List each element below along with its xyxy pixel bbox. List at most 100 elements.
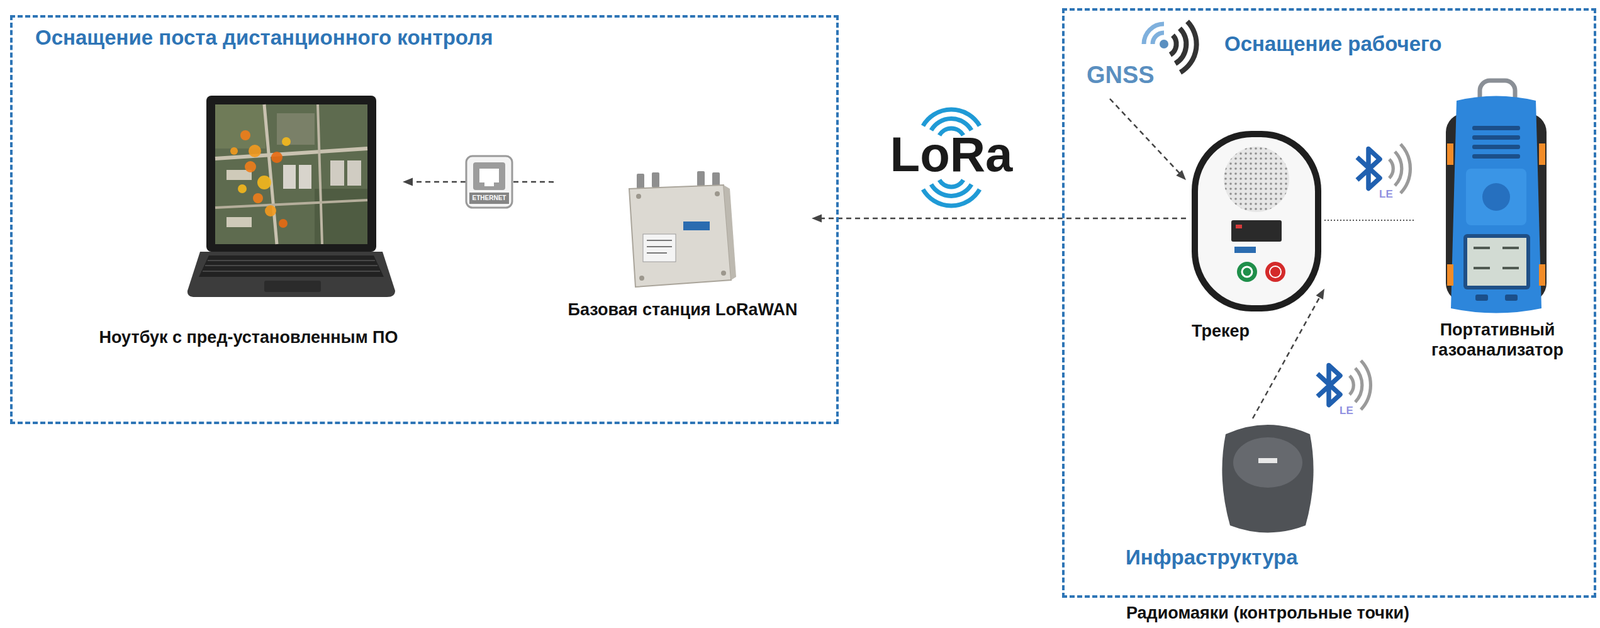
group-title-holder: Инфраструктура <box>1125 544 1298 571</box>
connector-line <box>1252 296 1321 419</box>
ble-text: LE <box>1379 188 1394 200</box>
beacon-illustration <box>1233 437 1303 488</box>
device-label-holder: Базовая станция LoRaWAN <box>553 299 812 320</box>
laptop-illustration <box>278 218 288 228</box>
tracker-illustration <box>1241 266 1253 277</box>
base-station-illustration <box>646 240 672 253</box>
laptop-illustration <box>298 164 312 189</box>
device-label-holder: Портативный газоанализатор <box>1415 319 1580 360</box>
gnss-node: GNSS <box>1083 22 1216 99</box>
gas-analyzer-illustration <box>1472 154 1521 159</box>
region-title: Оснащение рабочего <box>1224 31 1442 57</box>
base-station-illustration <box>651 172 660 188</box>
device-label: Ноутбук с пред-установленным ПО <box>94 327 403 348</box>
device-label: Портативный газоанализатор <box>1415 319 1580 360</box>
base-station-illustration <box>697 171 705 187</box>
gas-analyzer-illustration <box>1465 168 1527 226</box>
laptop-illustration <box>230 147 238 155</box>
tracker-illustration <box>1223 146 1290 213</box>
laptop-illustration <box>215 148 368 159</box>
laptop-illustration <box>237 184 247 194</box>
laptop-illustration <box>187 95 396 297</box>
connector <box>1324 219 1416 221</box>
region-title-holder: Оснащение поста дистанционного контроля <box>35 25 493 51</box>
region-box: Оснащение рабочегоGNSS ТрекерПортативный … <box>1062 8 1597 598</box>
gas-analyzer-illustration <box>1502 266 1519 270</box>
tracker-illustration <box>1265 261 1286 282</box>
gnss-waves <box>1152 32 1164 45</box>
base-station-illustration <box>636 193 642 199</box>
gas-analyzer-illustration <box>1473 246 1490 250</box>
base-station-illustration <box>639 275 645 281</box>
laptop-illustration <box>215 104 266 149</box>
ethernet-icon <box>466 156 513 208</box>
bluetooth-icon <box>1394 151 1402 186</box>
laptop-illustration <box>215 104 368 245</box>
device-label: Радиомаяки (контрольные точки) <box>1124 602 1412 623</box>
laptop-illustration <box>347 160 362 186</box>
group-title: Инфраструктура <box>1125 544 1298 571</box>
gnss-waves <box>1159 39 1169 49</box>
base-station-illustration <box>723 184 737 280</box>
arrow-head <box>402 177 413 186</box>
tracker-illustration <box>1191 130 1322 312</box>
device-label-holder: Ноутбук с пред-установленным ПО <box>94 327 403 348</box>
base-station-illustration <box>629 184 732 287</box>
gas-analyzer-node: Портативный газоанализатор <box>1415 88 1580 365</box>
beacon-illustration <box>1221 424 1314 533</box>
gas-analyzer-illustration <box>1463 234 1531 290</box>
tracker-illustration <box>1223 146 1290 213</box>
laptop-node: Ноутбук с пред-установленным ПО <box>94 94 403 353</box>
tracker-illustration <box>1235 224 1242 229</box>
gnss-text-holder: GNSS <box>1086 62 1155 87</box>
laptop-illustration <box>264 104 277 245</box>
gas-analyzer-illustration <box>1472 125 1521 131</box>
arrow-head <box>1175 169 1187 180</box>
gas-analyzer-illustration <box>1473 266 1490 270</box>
laptop-illustration <box>198 255 384 277</box>
connector-line <box>1324 219 1416 221</box>
ethernet-icon <box>469 192 510 204</box>
gas-analyzer-illustration <box>1467 237 1527 286</box>
tracker-illustration <box>1191 130 1322 312</box>
gas-analyzer-illustration <box>1482 183 1511 211</box>
laptop-illustration <box>252 193 263 204</box>
gas-analyzer-illustration <box>1445 80 1547 314</box>
laptop-illustration <box>264 205 277 217</box>
ble-text-holder: LE <box>1339 405 1354 416</box>
arrow-head <box>1316 288 1325 300</box>
laptop-illustration <box>330 160 345 186</box>
lora-waves <box>923 189 980 206</box>
gnss-waves <box>1180 21 1197 73</box>
laptop-illustration <box>264 280 321 292</box>
beacon-illustration <box>1221 424 1314 533</box>
tracker-node: Трекер <box>1186 125 1325 343</box>
bluetooth-icon <box>1317 360 1371 410</box>
laptop-illustration <box>215 200 368 208</box>
gnss-waves <box>1175 28 1187 64</box>
gas-analyzer-illustration <box>1447 143 1454 165</box>
ethernet-icon <box>473 162 506 191</box>
gas-analyzer-illustration <box>1504 294 1518 301</box>
laptop-illustration <box>281 137 291 146</box>
arrow-head <box>811 214 822 223</box>
tracker-illustration <box>1236 261 1258 282</box>
laptop-illustration <box>240 130 251 141</box>
ble-text-holder: LE <box>1379 188 1394 200</box>
bluetooth-icon <box>1400 144 1410 194</box>
bluetooth-icon <box>1357 149 1380 189</box>
beacon-illustration <box>1258 458 1278 464</box>
laptop-illustration <box>271 151 283 163</box>
ble-text: LE <box>1339 405 1354 416</box>
laptop-illustration <box>248 144 262 158</box>
connector <box>1252 288 1325 419</box>
laptop-illustration <box>257 175 272 190</box>
lora-logo-text-holder: LoRa <box>888 125 1015 183</box>
base-station-illustration <box>636 173 645 189</box>
lora-logo-text: LoRa <box>888 125 1015 183</box>
connector-line <box>820 217 1187 220</box>
connector <box>1109 98 1187 180</box>
ethernet-text-holder: ETHERNET <box>469 192 510 204</box>
base-station-node: Базовая станция LoRaWAN <box>553 169 812 331</box>
laptop-illustration <box>283 164 296 189</box>
